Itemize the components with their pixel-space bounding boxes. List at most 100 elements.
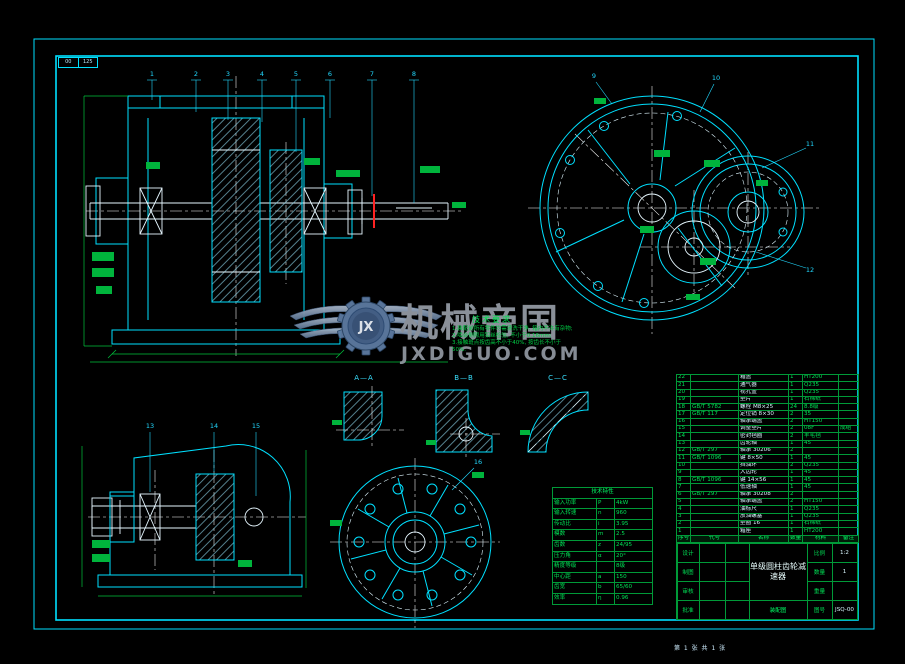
part-callout: 8 [412, 70, 416, 78]
dimension-lines [81, 446, 307, 597]
tech-requirement-line: 3.接触斑点按齿高不小于40%, 按齿长不小于50%. [452, 340, 561, 354]
parts-row: 9 大齿轮 1 45 [676, 468, 859, 478]
watermark: JX 机械帝国 JXDIGUO.COM [288, 288, 590, 368]
parts-row: 6 GB/T 297 轴承 30208 2 [676, 490, 859, 500]
title-block-value [698, 580, 726, 601]
spec-row: 模数 m 2.5 [552, 529, 654, 541]
part-leaders [149, 432, 257, 496]
title-block-label: 审核 [676, 580, 700, 601]
flange-circles [338, 465, 492, 619]
gear-section [195, 473, 235, 561]
housing-outline [109, 444, 291, 576]
view-label: A—A [354, 374, 374, 382]
title-block-label: 设计 [676, 542, 700, 563]
bearing-right [303, 187, 327, 235]
scale-label: 比例 [806, 542, 833, 563]
qty-label: 数量 [806, 561, 833, 582]
spec-row: 齿数 z 24/95 [552, 539, 654, 552]
dimension-highlights [92, 158, 466, 294]
pinion-section [269, 149, 303, 273]
spec-row: 输入转速 n 960 [552, 508, 654, 520]
parts-row: 11 GB/T 1096 键 8×50 1 45 [676, 454, 859, 463]
parts-row: 4 油标尺 1 Q235 [676, 505, 859, 514]
spec-table: 技术特性 输入功率 P 4kW 输入转速 n 960 传动比 i 3.95 模数… [551, 487, 654, 605]
title-block-label: 制图 [676, 561, 700, 582]
parts-row: 16 轴承端盖 2 HT150 [676, 417, 859, 427]
parts-row: 10 挡油环 2 Q235 [676, 461, 859, 470]
parts-row: 18 GB/T 5782 螺栓 M8×25 24 8.8级 [676, 403, 859, 412]
part-callout: 10 [712, 74, 720, 82]
spec-row: 输入功率 P 4kW [552, 497, 654, 510]
parts-row: 1 箱座 1 HT200 [676, 527, 859, 536]
gear-monogram: JX [358, 320, 374, 335]
dimension-highlights [594, 98, 768, 300]
front-section-view: 1 2 3 4 5 6 7 8 [83, 70, 466, 363]
qty-value: 1 [831, 561, 858, 582]
drawing-subtitle: 装配图 [748, 599, 808, 620]
gear-section [211, 117, 261, 303]
spec-row: 压力角 α 20° [552, 550, 654, 563]
tech-requirement-line: 2.啮合侧隙用铅丝检验, 不小于0.16mm; [452, 333, 552, 340]
spec-row: 传动比 i 3.95 [552, 518, 654, 531]
spec-table-title-row: 技术特性 [551, 487, 654, 499]
drawing-no-value: JSQ-00 [831, 599, 858, 620]
tech-requirements-title: 技术要求 [472, 315, 512, 324]
view-label: B—B [454, 374, 474, 382]
scale-value: 1:2 [831, 542, 858, 563]
spec-row: 效率 η 0.96 [552, 592, 654, 605]
hub-circles [637, 193, 760, 274]
weight-label: 重量 [806, 580, 833, 601]
part-callout: 6 [328, 70, 332, 78]
parts-row: 21 通气器 1 Q235 [676, 381, 859, 390]
part-callout: 16 [474, 458, 482, 466]
part-callout: 11 [806, 140, 814, 148]
flange-view: 16 [330, 458, 500, 628]
housing-circles [539, 95, 805, 321]
spec-row: 中心距 a 150 [552, 571, 654, 584]
parts-row: 7 低速轴 1 45 [676, 483, 859, 492]
parts-row: 12 GB/T 297 轴承 30206 2 [676, 446, 859, 456]
parts-row: 22 箱盖 1 HT200 [676, 373, 859, 383]
corner-label-a: 00 [65, 59, 72, 65]
bearing-left [139, 187, 163, 235]
parts-row: 5 轴承端盖 2 HT150 [676, 498, 859, 507]
bolt-holes [353, 483, 477, 601]
dimension-highlights [92, 540, 252, 567]
tech-requirement-line: 1.装配前所有零件均需清洗干净, 箱内不许有杂物; [452, 326, 573, 332]
title-block-label: 批准 [676, 599, 700, 620]
flange-bolt-holes [555, 111, 788, 308]
dimension-lines [83, 95, 448, 363]
weight-value [831, 580, 858, 601]
parts-row: 3 放油螺塞 1 Q235 [676, 512, 859, 521]
part-callout: 5 [294, 70, 298, 78]
part-callout: 1 [150, 70, 154, 78]
tech-requirements: 技术要求 1.装配前所有零件均需清洗干净, 箱内不许有杂物;2.啮合侧隙用铅丝检… [452, 314, 574, 355]
detail-a [343, 391, 383, 441]
part-leaders [595, 81, 807, 269]
parts-row: 14 密封毡圈 2 羊毛毡 [676, 432, 859, 441]
part-callout: 3 [226, 70, 230, 78]
drawing-title: 单级圆柱齿轮减速器 [748, 542, 808, 601]
detail-views: A—A B—B C—C [332, 374, 589, 458]
parts-header-row: 序号 代号 名称 数量 材料 备注 [676, 534, 859, 543]
title-block-value [698, 542, 726, 563]
part-leaders [147, 79, 419, 203]
top-plan-view: 9 10 11 12 [528, 72, 820, 334]
parts-row: 19 垫片 1 石棉纸 [676, 395, 859, 405]
part-callout: 7 [370, 70, 374, 78]
detail-b [435, 389, 493, 453]
spokes [350, 477, 480, 607]
part-callout: 12 [806, 266, 814, 274]
title-block: 设计 单级圆柱齿轮减速器 比例 1:2 制图 数量 1 审核 重量 批准 装配图… [676, 542, 858, 620]
side-section-view: 13 14 15 [81, 422, 307, 597]
parts-row: 13 齿轮轴 1 45 [676, 439, 859, 448]
parts-row: 15 调整垫片 2 08F 成组 [676, 425, 859, 434]
part-callout: 15 [252, 422, 260, 430]
bearing [139, 493, 161, 541]
corner-label-b: 125 [82, 59, 93, 65]
corner-label-box: 00 125 [58, 57, 98, 68]
watermark-site: JXDIGUO.COM [399, 343, 582, 365]
spec-row: 齿宽 b 65/60 [552, 582, 654, 594]
